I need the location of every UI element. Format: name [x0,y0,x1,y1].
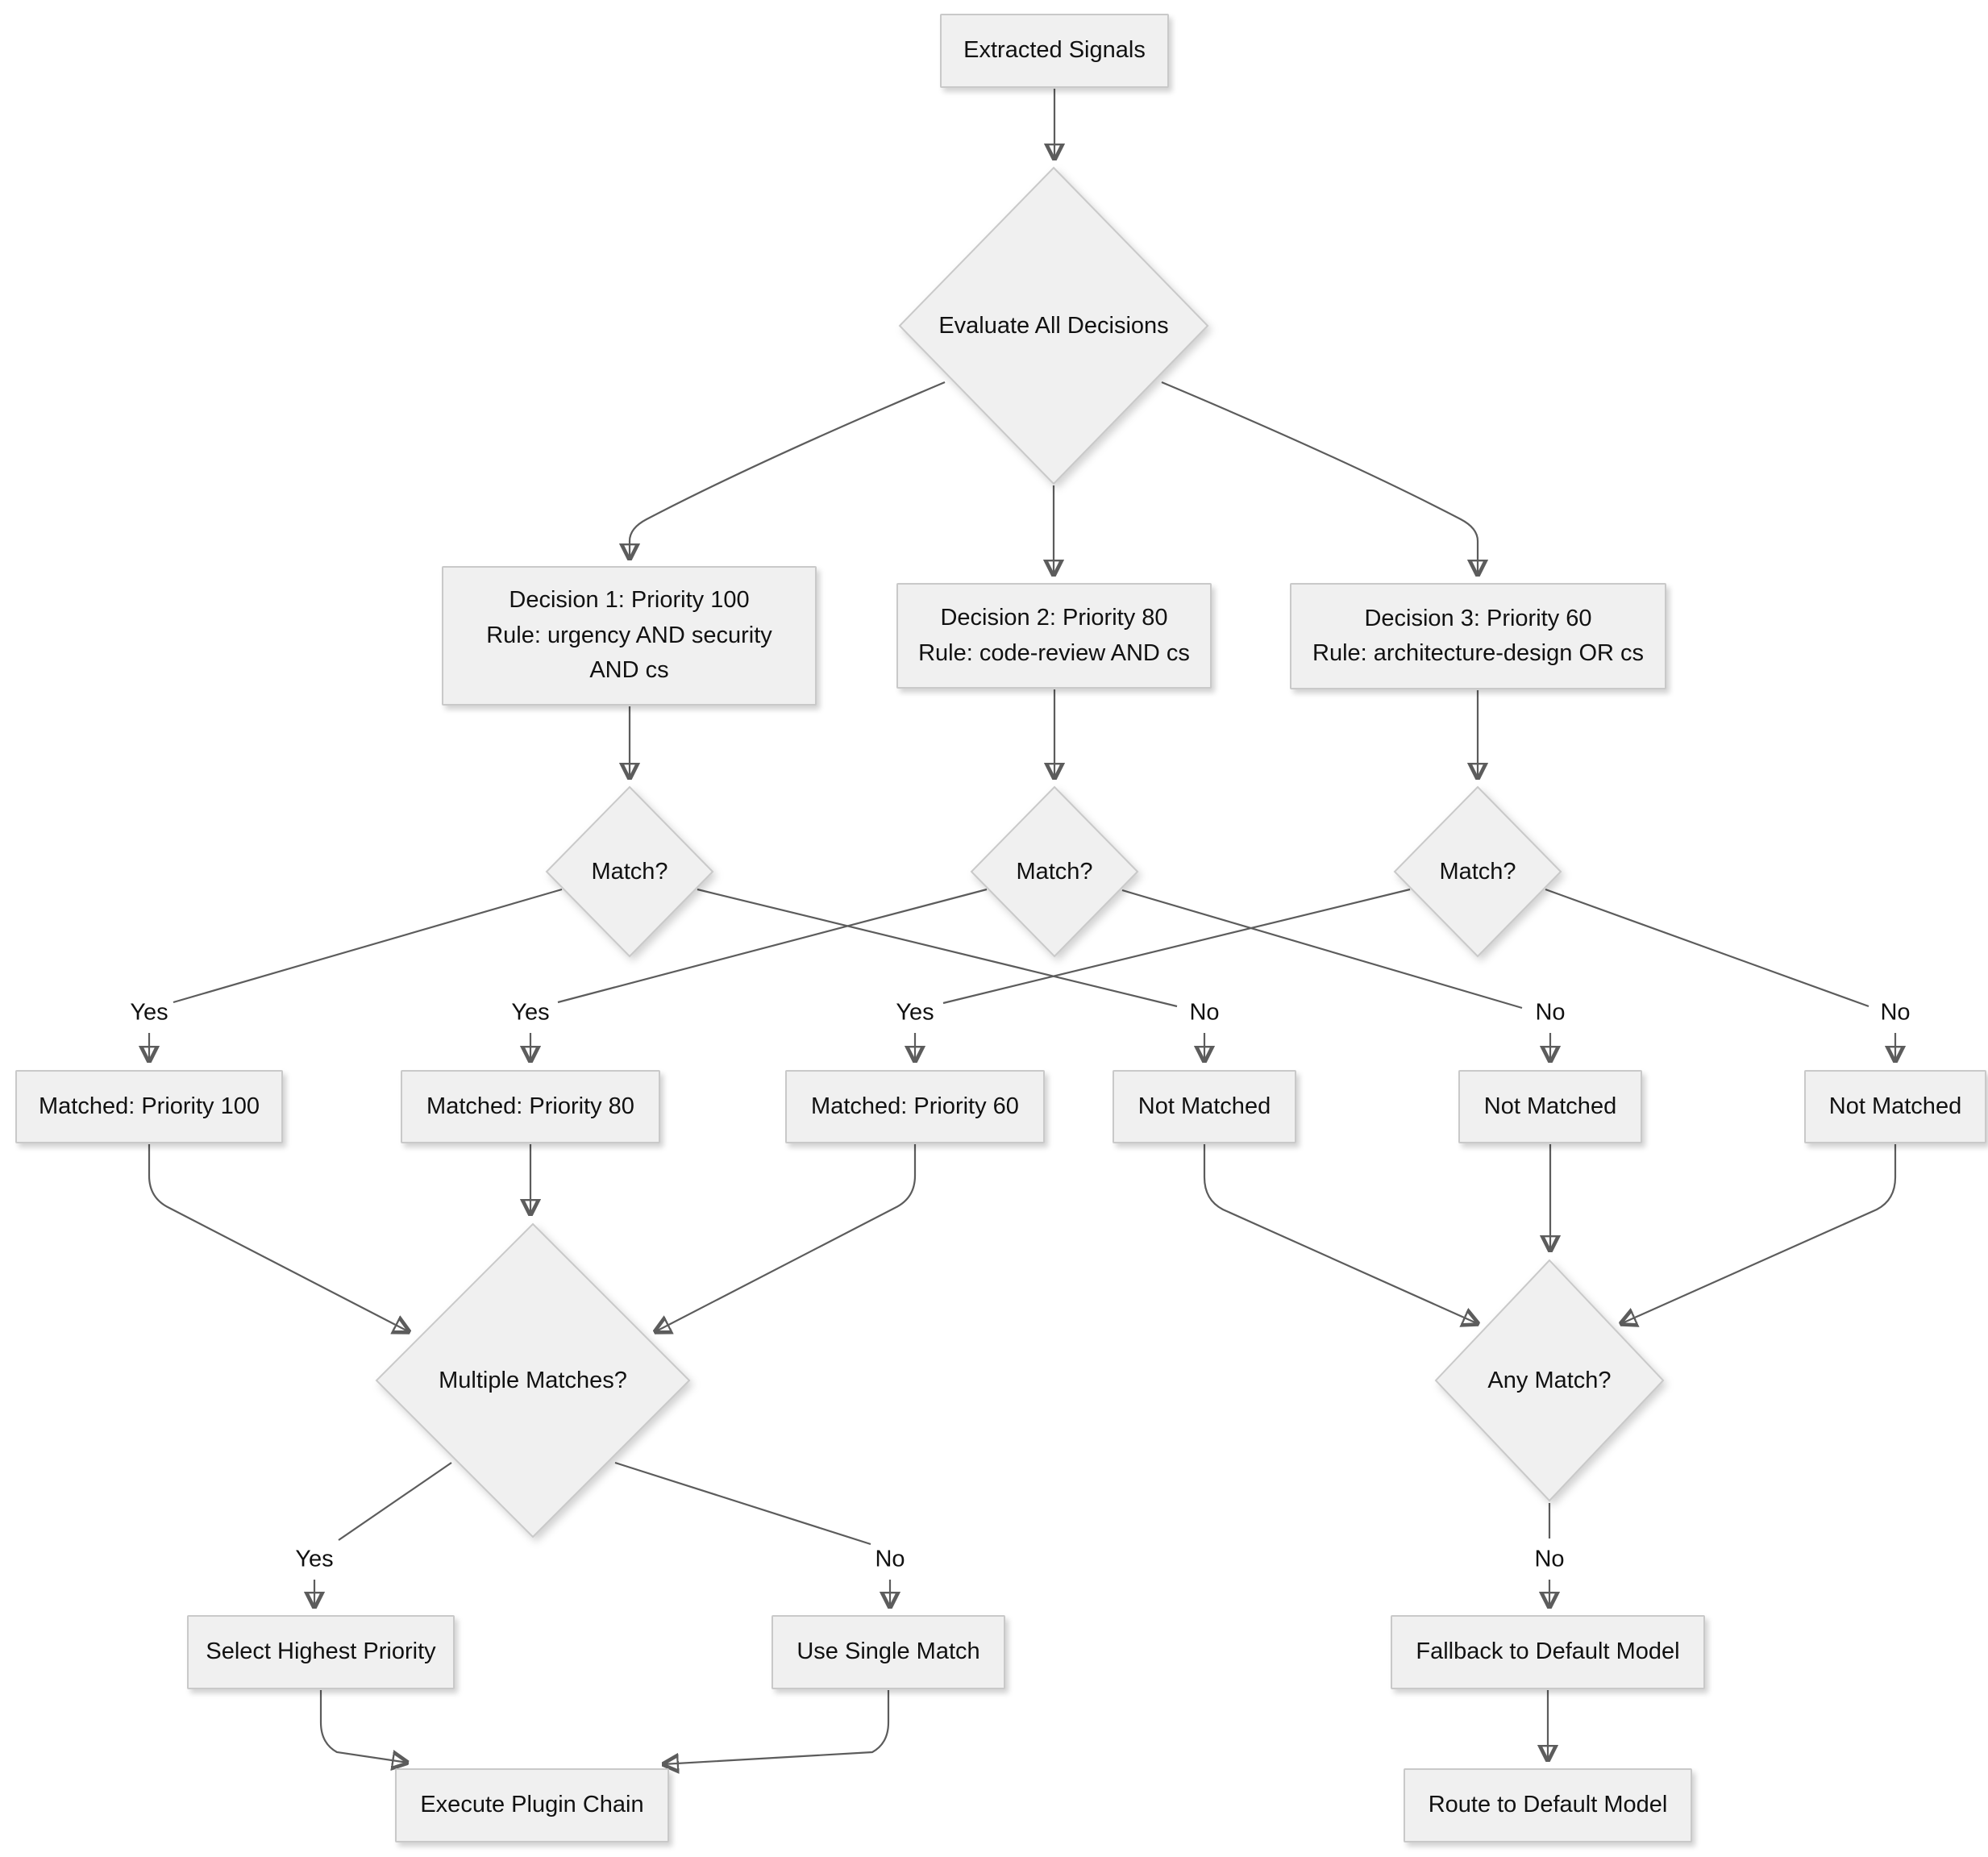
edge-match2-yes [557,888,988,1004]
edge-select-to-execute [319,1690,408,1763]
diamond-label: Any Match? [1487,1367,1612,1393]
edge-label-no-3: No [1876,999,1915,1026]
node-matched-priority-80: Matched: Priority 80 [401,1070,660,1143]
node-fallback-default-model: Fallback to Default Model [1391,1615,1705,1689]
node-not-matched-2: Not Matched [1458,1070,1642,1143]
diamond-shape [970,785,1139,958]
diamond-label: Evaluate All Decisions [938,312,1169,339]
edge-label-yes-2: Yes [507,999,554,1026]
node-decision2: Decision 2: Priority 80 Rule: code-revie… [896,583,1212,689]
diamond-shape [545,785,714,958]
node-use-single-match: Use Single Match [771,1615,1005,1689]
edge-matched100-to-multiple [148,1144,410,1332]
node-matched-priority-60: Matched: Priority 60 [785,1070,1045,1143]
decision-diamond-evaluate-all: Evaluate All Decisions [898,166,1209,485]
edge-label-no-2: No [1531,999,1570,1026]
edge-label-yes-multiple: Yes [291,1546,338,1573]
edge-match1-yes [173,888,563,1004]
edge-multiple-yes [338,1462,452,1541]
node-decision3: Decision 3: Priority 60 Rule: architectu… [1290,583,1666,689]
node-execute-plugin-chain: Execute Plugin Chain [395,1768,669,1842]
node-matched-priority-100: Matched: Priority 100 [15,1070,283,1143]
edge-label-no-any: No [1530,1546,1569,1573]
decision-diamond-multiple-matches: Multiple Matches? [375,1222,691,1538]
diamond-label: Match? [1016,858,1093,885]
edge-matched60-to-multiple [655,1144,917,1332]
edge-match3-yes [942,888,1411,1005]
diamond-shape [375,1222,691,1538]
edge-label-yes-3: Yes [892,999,938,1026]
edge-match2-no [1121,889,1523,1010]
edge-match1-no [697,888,1178,1008]
node-select-highest-priority: Select Highest Priority [187,1615,455,1689]
edge-notmatched3-to-anymatch [1620,1144,1897,1324]
edge-evaluate-to-decision3 [1161,381,1478,576]
decision-diamond-match2: Match? [970,785,1139,958]
edge-multiple-no [614,1461,871,1546]
decision-diamond-match3: Match? [1393,785,1562,958]
diamond-label: Match? [1439,858,1516,885]
decision-diamond-any-match: Any Match? [1434,1259,1665,1502]
edge-match3-no [1545,888,1869,1008]
node-route-default-model: Route to Default Model [1404,1768,1692,1842]
diamond-label: Multiple Matches? [439,1367,627,1393]
edge-single-to-execute [663,1690,890,1764]
decision-diamond-match1: Match? [545,785,714,958]
diamond-shape [1393,785,1562,958]
diamond-shape [1434,1259,1665,1502]
diamond-shape [898,166,1209,485]
edge-label-yes-1: Yes [126,999,173,1026]
edge-label-no-1: No [1185,999,1224,1026]
node-decision1: Decision 1: Priority 100 Rule: urgency A… [442,566,817,706]
node-not-matched-1: Not Matched [1113,1070,1296,1143]
node-not-matched-3: Not Matched [1804,1070,1986,1143]
node-extracted-signals: Extracted Signals [940,14,1169,88]
edge-evaluate-to-decision1 [630,381,946,560]
edge-notmatched1-to-anymatch [1203,1144,1479,1324]
edge-label-no-multiple: No [871,1546,909,1573]
diamond-label: Match? [591,858,668,885]
